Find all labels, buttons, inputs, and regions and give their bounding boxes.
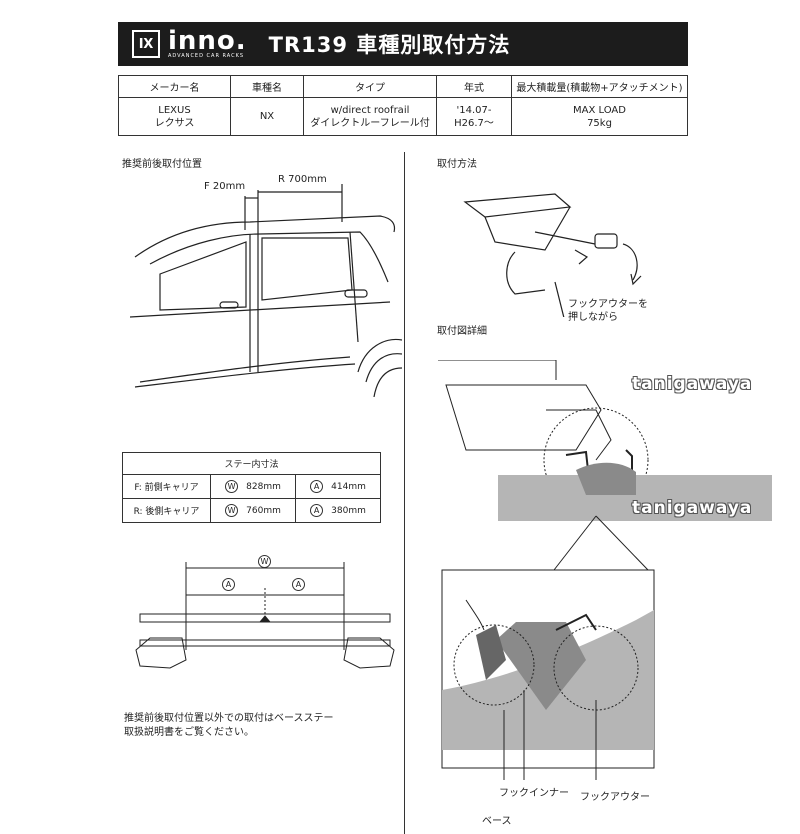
spec-header-row: メーカー名 車種名 タイプ 年式 最大積載量(積載物+アタッチメント) [118, 75, 688, 98]
detail-diagram [438, 360, 772, 780]
diagram-a-symbol-icon: A [222, 578, 235, 591]
spec-header-year: 年式 [436, 75, 512, 98]
a-symbol-icon: A [310, 504, 324, 517]
watermark: tanigawaya [632, 498, 753, 518]
hook-outer-instruction: フックアウターを 押しながら [568, 299, 648, 323]
column-divider [404, 152, 405, 834]
installation-note: 推奨前後取付位置以外での取付はベースステー 取扱説明書をご覧ください。 [124, 713, 334, 738]
stay-table-title: ステー内寸法 [122, 452, 381, 475]
header-bar: Ⅸ inno. ADVANCED CAR RACKS TR139 車種別取付方法 [118, 22, 688, 66]
stay-w-cell: W 828mm [210, 474, 296, 499]
diagram-w-symbol-icon: W [258, 555, 271, 568]
spec-header-maker: メーカー名 [118, 75, 231, 98]
w-symbol-icon: W [225, 504, 239, 517]
bar-dimension-diagram [135, 562, 395, 669]
stay-row-front: F: 前側キャリア W 828mm A 414mm [122, 474, 381, 499]
base-label: ベース [482, 816, 512, 827]
mounting-hand-illustration [463, 193, 642, 317]
stay-a-value: 414mm [331, 482, 366, 492]
logo-mark-icon: Ⅸ [132, 30, 160, 58]
spec-header-type: タイプ [303, 75, 437, 98]
stay-a-cell: A 380mm [295, 498, 381, 523]
a-symbol-icon: A [310, 480, 324, 493]
logo-text: inno. [168, 25, 247, 56]
stay-row-label: R: 後側キャリア [122, 498, 211, 523]
spec-cell-model: NX [230, 97, 304, 136]
diagram-a-symbol-icon: A [292, 578, 305, 591]
hook-inner-label: フックインナー [499, 788, 569, 799]
spec-cell-year: '14.07- H26.7～ [436, 97, 512, 136]
spec-header-max-load: 最大積載量(積載物+アタッチメント) [511, 75, 688, 98]
stay-row-rear: R: 後側キャリア W 760mm A 380mm [122, 498, 381, 523]
logo-subtext: ADVANCED CAR RACKS [168, 52, 245, 59]
spec-table: メーカー名 車種名 タイプ 年式 最大積載量(積載物+アタッチメント) LEXU… [118, 75, 688, 136]
stay-a-cell: A 414mm [295, 474, 381, 499]
stay-w-value: 760mm [246, 506, 281, 516]
stay-w-cell: W 760mm [210, 498, 296, 523]
stay-w-value: 828mm [246, 482, 281, 492]
hook-outer-label: フックアウター [580, 792, 650, 803]
spec-header-model: 車種名 [230, 75, 304, 98]
spec-data-row: LEXUS レクサス NX w/direct roofrail ダイレクトルーフ… [118, 97, 688, 136]
section-title-detail: 取付図詳細 [437, 326, 487, 337]
w-symbol-icon: W [225, 480, 239, 493]
stay-table-title-row: ステー内寸法 [122, 452, 381, 475]
watermark: tanigawaya [632, 374, 753, 394]
inno-logo: Ⅸ inno. ADVANCED CAR RACKS [132, 28, 247, 59]
stay-row-label: F: 前側キャリア [122, 474, 211, 499]
section-title-method: 取付方法 [437, 159, 477, 170]
stay-dimension-table: ステー内寸法 F: 前側キャリア W 828mm A 414mm R: 後側キャリア… [122, 452, 381, 523]
dimension-front: F 20mm [204, 181, 246, 192]
car-side-illustration [130, 184, 402, 397]
stay-a-value: 380mm [331, 506, 366, 516]
spec-cell-maker: LEXUS レクサス [118, 97, 231, 136]
dimension-rear: R 700mm [278, 174, 327, 185]
spec-cell-type: w/direct roofrail ダイレクトルーフレール付 [303, 97, 437, 136]
page-title: TR139 車種別取付方法 [268, 33, 511, 57]
section-title-position: 推奨前後取付位置 [122, 159, 202, 170]
spec-cell-max-load: MAX LOAD 75kg [511, 97, 688, 136]
